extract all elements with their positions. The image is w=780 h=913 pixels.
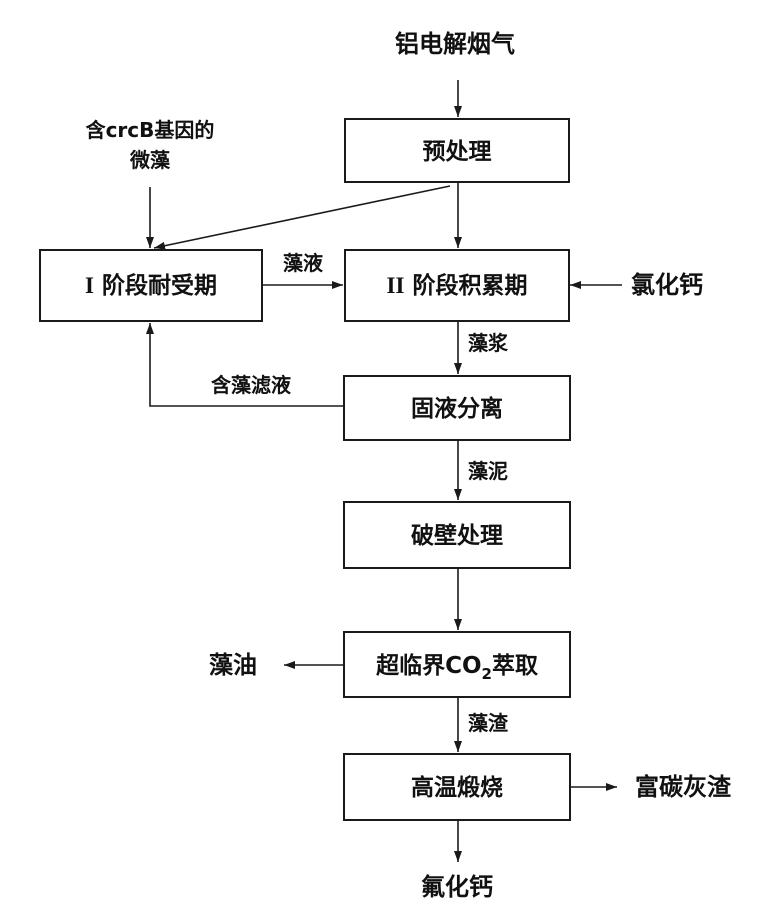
extraction-subscript: 2: [482, 665, 492, 683]
edge-label-algae-liquid: 藻液: [283, 251, 324, 275]
stage1-label: I 阶段耐受期: [85, 272, 217, 299]
wall-breaking-label: 破壁处理: [411, 522, 503, 549]
extraction-label: 超临界CO2萃取: [376, 652, 538, 683]
carbon-ash-label: 富碳灰渣: [635, 773, 732, 801]
microalgae-label-line1: 含crcB基因的: [86, 118, 215, 142]
stage2-text: 阶段积累期: [412, 272, 527, 299]
edge-label-algae-residue: 藻渣: [468, 711, 509, 735]
separation-label: 固液分离: [411, 395, 503, 422]
stage1-prefix: I: [85, 273, 94, 298]
calcium-fluoride-label: 氟化钙: [421, 873, 493, 901]
extraction-pre: 超临界CO: [376, 652, 481, 679]
algae-oil-label: 藻油: [209, 651, 257, 679]
stage1-text: 阶段耐受期: [102, 272, 217, 299]
flue-gas-label: 铝电解烟气: [395, 30, 515, 58]
microalgae-label-line2: 微藻: [129, 148, 171, 172]
stage2-prefix: II: [387, 273, 405, 298]
extraction-post: 萃取: [492, 653, 538, 679]
edge-label-algae-mud: 藻泥: [468, 459, 508, 483]
calcium-chloride-label: 氯化钙: [631, 271, 703, 299]
pretreatment-label: 预处理: [423, 139, 492, 165]
arrow-pretreatment-to-stage1: [154, 186, 450, 248]
calcination-label: 高温煅烧: [411, 774, 503, 801]
edge-label-algae-slurry: 藻浆: [468, 331, 509, 355]
edge-label-algae-filtrate: 含藻滤液: [211, 373, 292, 397]
